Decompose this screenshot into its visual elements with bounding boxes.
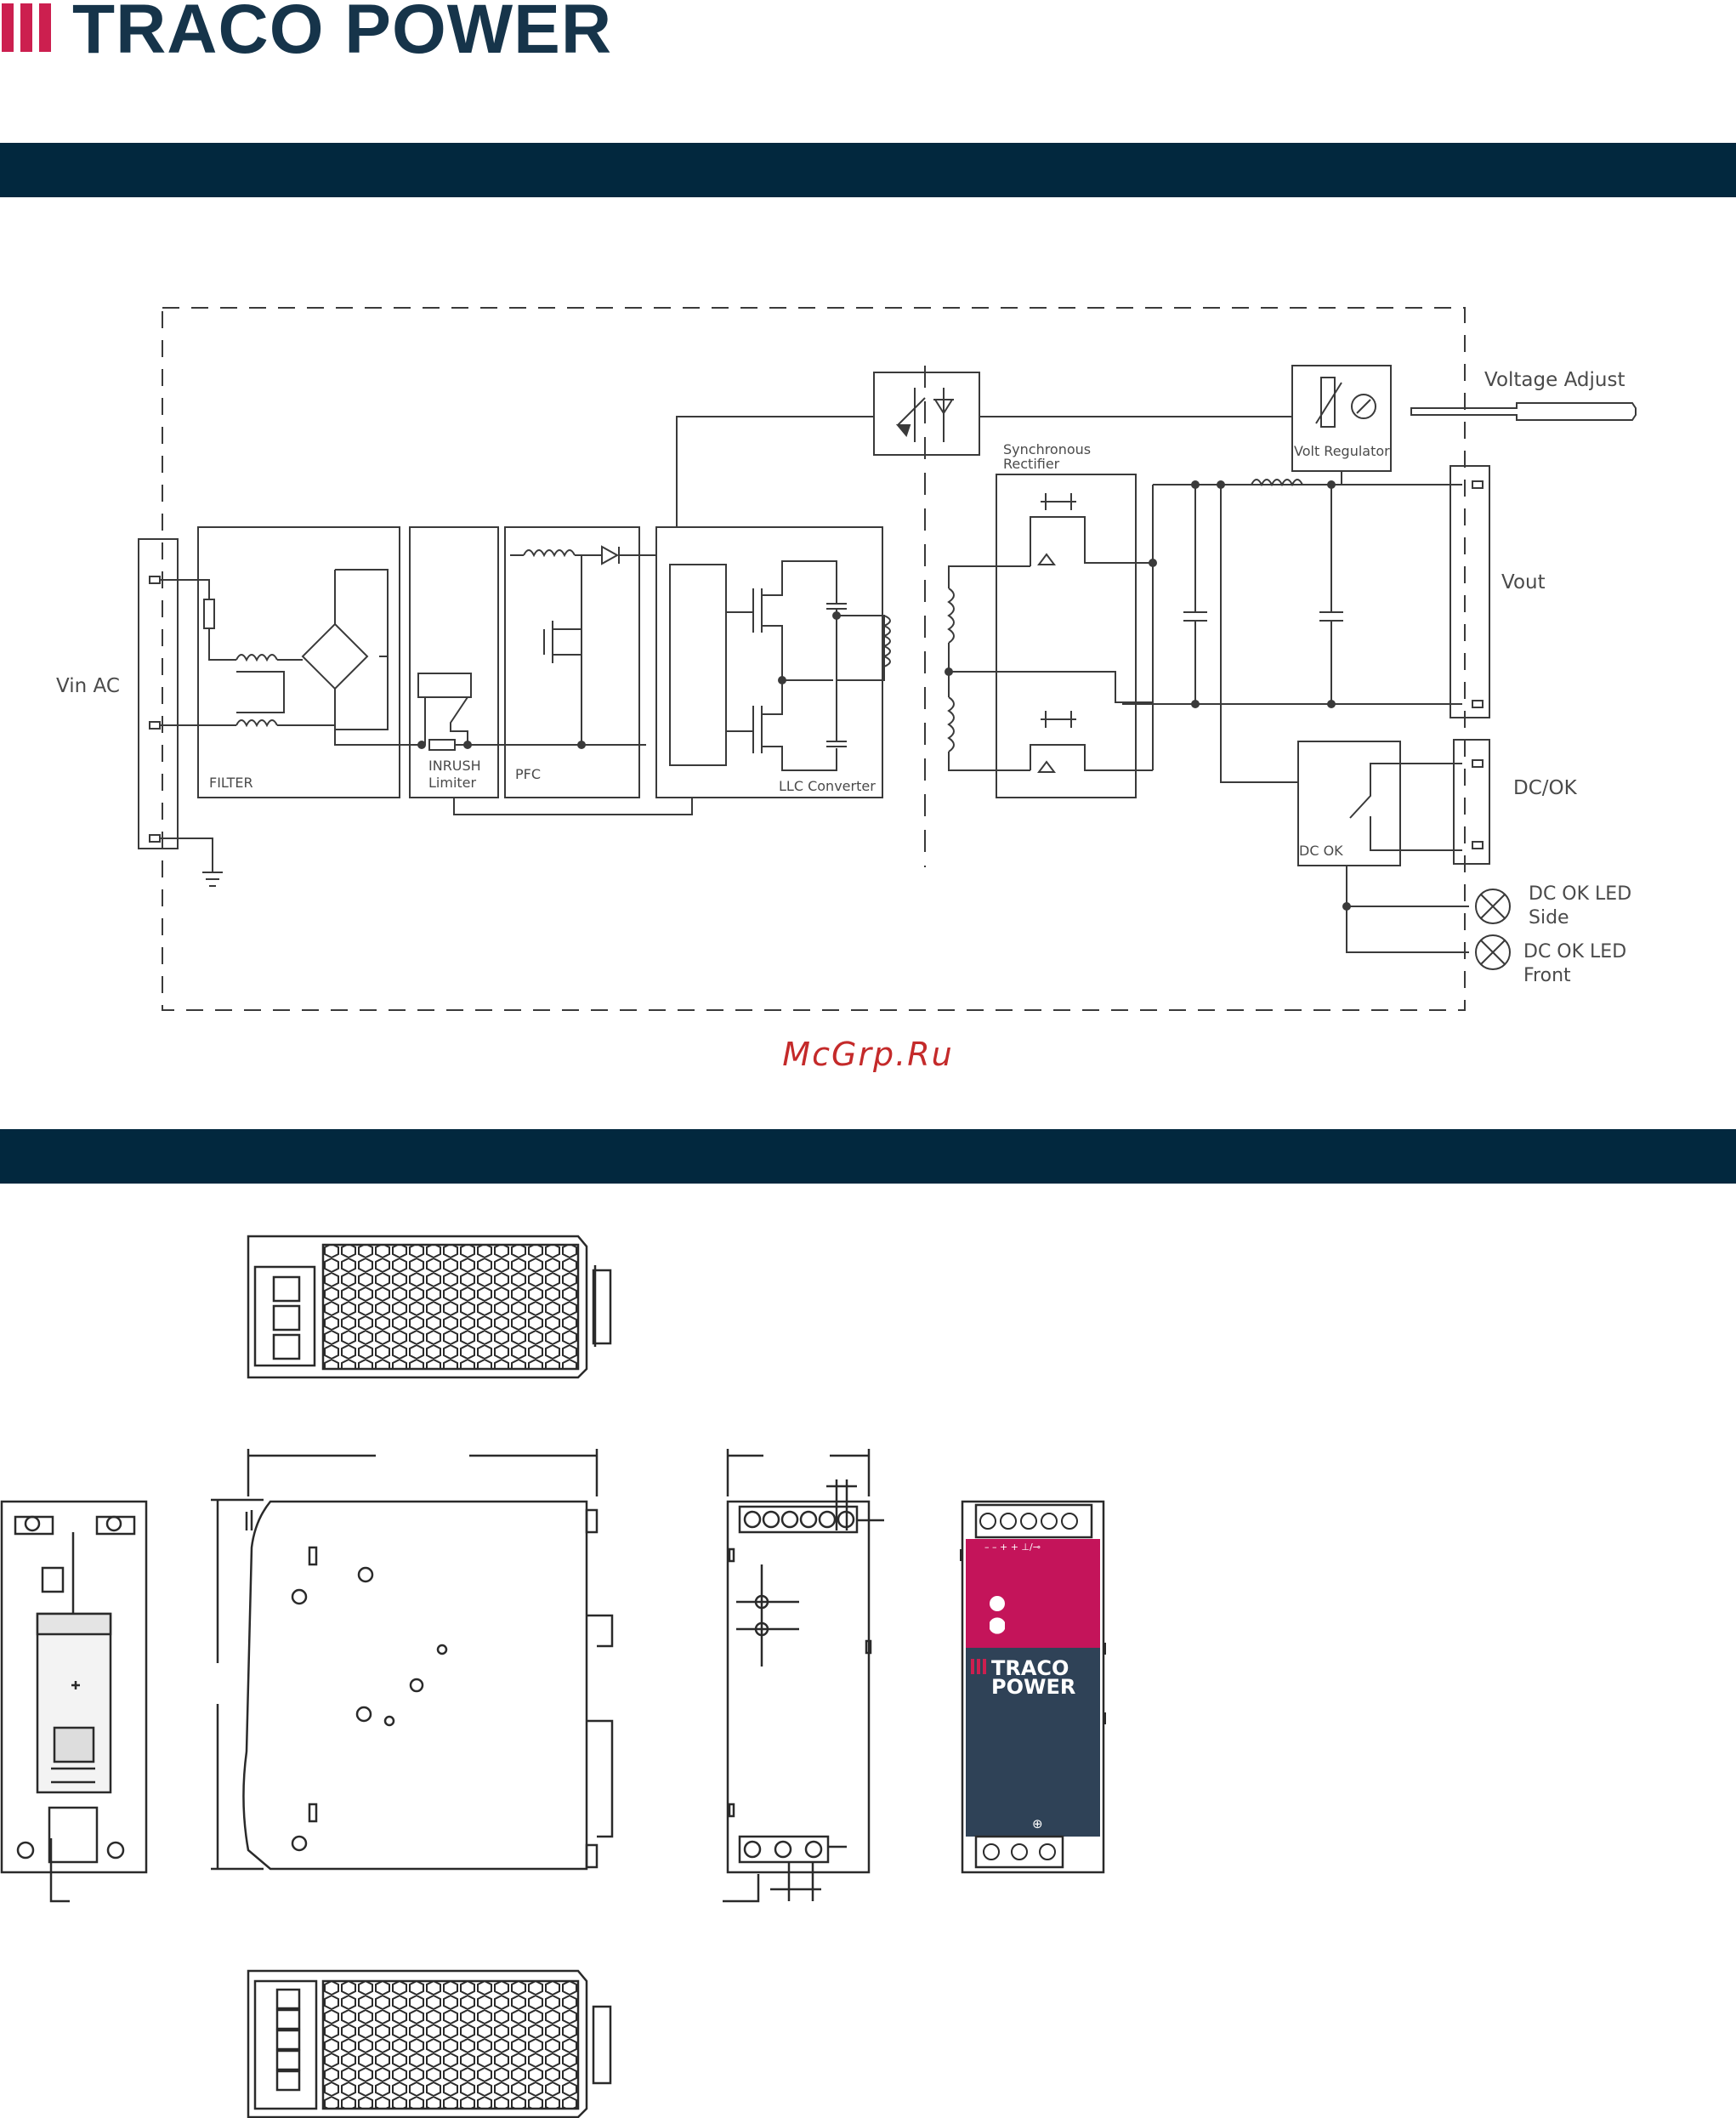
adjust-potentiometer-icon — [990, 1617, 1005, 1633]
front-logo-line-2: POWER — [991, 1675, 1075, 1699]
brand-logo: TRACO POWER — [0, 0, 782, 61]
back-view-drawing — [2, 1502, 146, 1901]
input-terminal-block — [139, 539, 178, 849]
section-header-band-block-diagram — [0, 143, 1736, 197]
label-limiter: Limiter — [428, 775, 477, 791]
label-led-side-1: DC OK LED — [1529, 883, 1631, 905]
brand-name: TRACO POWER — [72, 0, 612, 65]
enclosure-boundary — [162, 308, 1465, 1010]
terminal-polarity-marks: – – + + ⊥/⊸ — [984, 1542, 1041, 1553]
side-view-drawing — [211, 1449, 612, 1869]
synchronous-rectifier-block — [996, 474, 1136, 798]
label-pfc: PFC — [515, 766, 541, 782]
llc-converter-block — [656, 527, 882, 798]
label-vout: Vout — [1501, 571, 1546, 593]
label-led-side-2: Side — [1529, 907, 1569, 928]
label-rectifier: Rectifier — [1003, 456, 1060, 472]
terminal-view-drawing — [723, 1449, 884, 1901]
label-voltage-adjust: Voltage Adjust — [1484, 369, 1625, 391]
section-header-band-dimensions — [0, 1129, 1736, 1184]
label-led-front-1: DC OK LED — [1523, 941, 1626, 962]
ground-symbol-icon: ⊕ — [1032, 1816, 1043, 1831]
logo-bars-icon — [2, 3, 54, 53]
label-dc-ok-block: DC OK — [1299, 843, 1343, 859]
block-diagram: Vin AC FILTER INRUSH Limiter PFC LLC Con… — [0, 281, 1736, 1046]
dc-ok-led-icon — [990, 1596, 1005, 1611]
label-llc-converter: LLC Converter — [779, 778, 876, 794]
bottom-view-drawing — [248, 1971, 610, 2117]
label-volt-regulator: Volt Regulator — [1294, 443, 1390, 459]
watermark: McGrp.Ru — [0, 1036, 1736, 1073]
vout-terminal-block — [1450, 466, 1489, 718]
pfc-block — [505, 527, 639, 798]
label-led-front-2: Front — [1523, 965, 1571, 986]
label-dc-ok-output: DC/OK — [1513, 777, 1578, 799]
label-filter: FILTER — [209, 775, 253, 791]
label-inrush: INRUSH — [428, 758, 481, 774]
top-view-drawing — [248, 1236, 610, 1377]
mechanical-drawings: – – + + ⊥/⊸ TRACO POWER ⊕ — [0, 1216, 1736, 2118]
front-view-drawing: – – + + ⊥/⊸ TRACO POWER ⊕ — [960, 1502, 1106, 1872]
filter-block — [198, 527, 400, 798]
front-panel-pink — [966, 1539, 1100, 1648]
label-vin-ac: Vin AC — [56, 675, 120, 697]
optocoupler-block — [874, 372, 979, 455]
